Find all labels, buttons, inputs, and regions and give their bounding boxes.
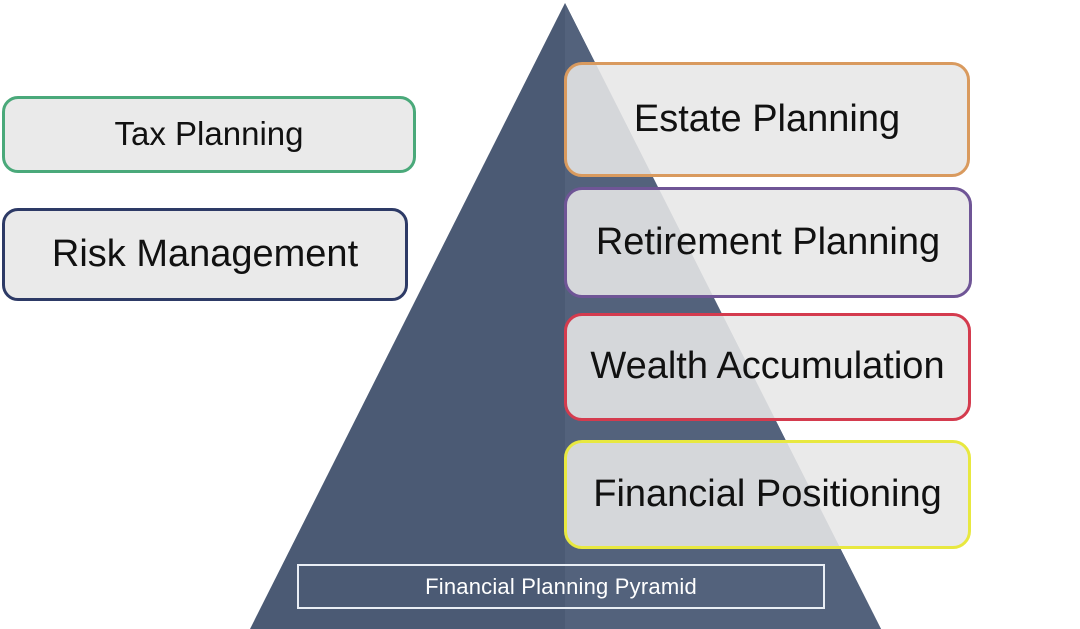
pyramid-title-label: Financial Planning Pyramid [425, 573, 697, 599]
level-box-financial-positioning[interactable]: Financial Positioning [564, 440, 971, 549]
level-box-wealth-accumulation-label: Wealth Accumulation [590, 345, 945, 388]
side-box-risk-management[interactable]: Risk Management [2, 208, 408, 301]
level-box-estate-planning[interactable]: Estate Planning [564, 62, 970, 177]
level-box-financial-positioning-label: Financial Positioning [593, 472, 942, 515]
level-box-retirement-planning-label: Retirement Planning [595, 220, 941, 263]
pyramid-title-bar: Financial Planning Pyramid [297, 564, 825, 609]
side-box-tax-planning[interactable]: Tax Planning [2, 96, 416, 173]
level-box-retirement-planning[interactable]: Retirement Planning [564, 187, 972, 298]
side-box-tax-planning-label: Tax Planning [114, 115, 304, 153]
side-box-risk-management-label: Risk Management [51, 232, 359, 275]
level-box-estate-planning-label: Estate Planning [633, 97, 901, 140]
level-box-wealth-accumulation[interactable]: Wealth Accumulation [564, 313, 971, 421]
